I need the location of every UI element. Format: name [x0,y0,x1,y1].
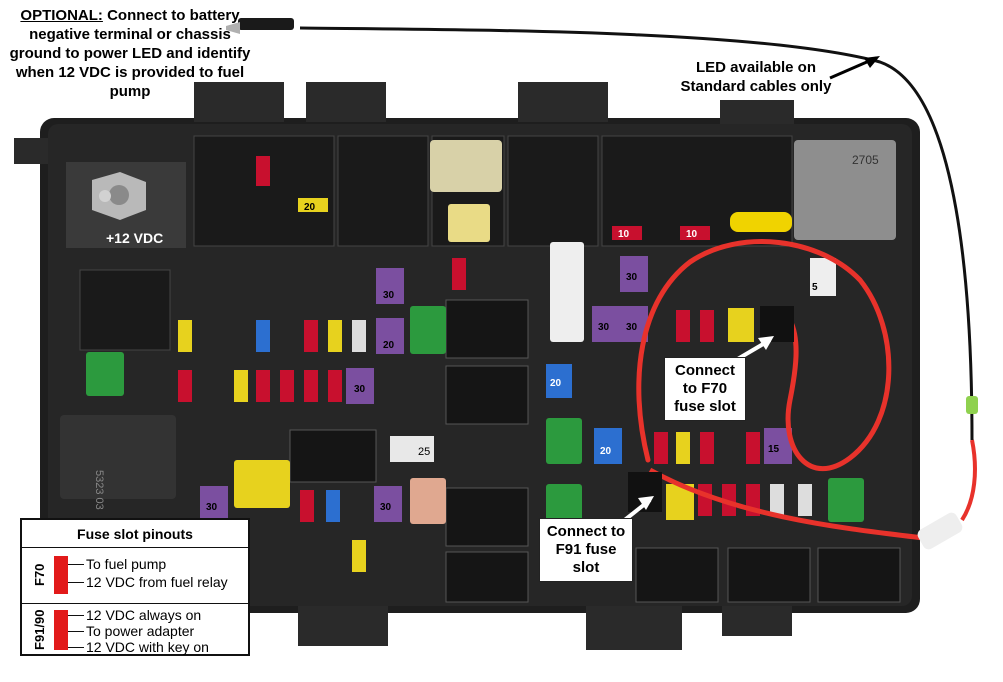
black-relay [60,415,176,499]
mount-tab [518,82,608,122]
mount-tab [194,82,284,122]
red-wire [636,239,892,472]
fuse-label-30: 30 [206,502,218,513]
f91-pin-3: 12 VDC with key on [86,639,209,655]
legend-divider [22,547,248,548]
relay-row [289,299,901,603]
mount-tab [586,606,682,650]
f70-pin-1: To fuel pump [86,556,167,572]
fuse-pinout-legend: Fuse slot pinouts F70 To fuel pump 12 VD… [20,518,250,656]
f70-pin-2: 12 VDC from fuel relay [86,574,228,590]
fuse-label-20: 20 [383,340,395,351]
fuse-label-15: 15 [768,444,780,455]
mount-tab [14,138,48,164]
fuse-label-30: 30 [383,290,395,301]
relay-code-left: 5323 03 [93,470,105,510]
legend-divider [22,603,248,604]
relay-code-top: 2705 [852,153,879,167]
fuse-label-20: 20 [600,446,612,457]
f91-pin-2: To power adapter [86,623,195,639]
inline-fuse-holder [917,512,963,550]
gray-relay [794,140,896,240]
legend-tick [68,582,84,583]
mount-tab [306,82,386,122]
alligator-clip [226,18,294,34]
f70-connector [760,306,794,342]
optional-text: Connect to battery negative terminal or … [9,7,251,100]
f70-callout: Connect to F70 fuse slot [664,357,746,421]
fuse-label-10: 10 [618,229,630,240]
maxi-fuses [86,140,864,524]
fuse-label-10: 10 [686,229,698,240]
led-indicator [966,396,978,414]
f70-pin-bar [54,556,68,594]
mount-tab [298,606,388,646]
terminal-voltage-label: +12 VDC [106,230,164,246]
mini-fuses: 25 [178,156,836,572]
optional-label: OPTIONAL: [20,7,103,24]
fuse-label-30: 30 [626,272,638,283]
fuse-label-25: 25 [418,446,430,458]
fuse-label-5: 5 [812,282,818,293]
f91-pin-1: 12 VDC always on [86,607,202,623]
fuse-label-20: 20 [550,378,562,389]
fuse-label-30: 30 [626,322,638,333]
optional-ground-note: OPTIONAL: Connect to battery negative te… [6,6,254,101]
mount-tab [722,606,792,636]
legend-tick [68,631,84,632]
fuse-label-30: 30 [380,502,392,513]
led-availability-note: LED available on Standard cables only [680,59,832,95]
legend-title: Fuse slot pinouts [77,526,193,542]
mount-tab [720,100,794,124]
legend-tick [68,615,84,616]
legend-tick [68,647,84,648]
f91-callout: Connect to F91 fuse slot [539,518,633,582]
f91-pin-bar [54,610,68,650]
legend-tick [68,564,84,565]
fuse-label-30: 30 [354,384,366,395]
fuse-label-20: 20 [304,202,316,213]
fuse-label-30: 30 [598,322,610,333]
